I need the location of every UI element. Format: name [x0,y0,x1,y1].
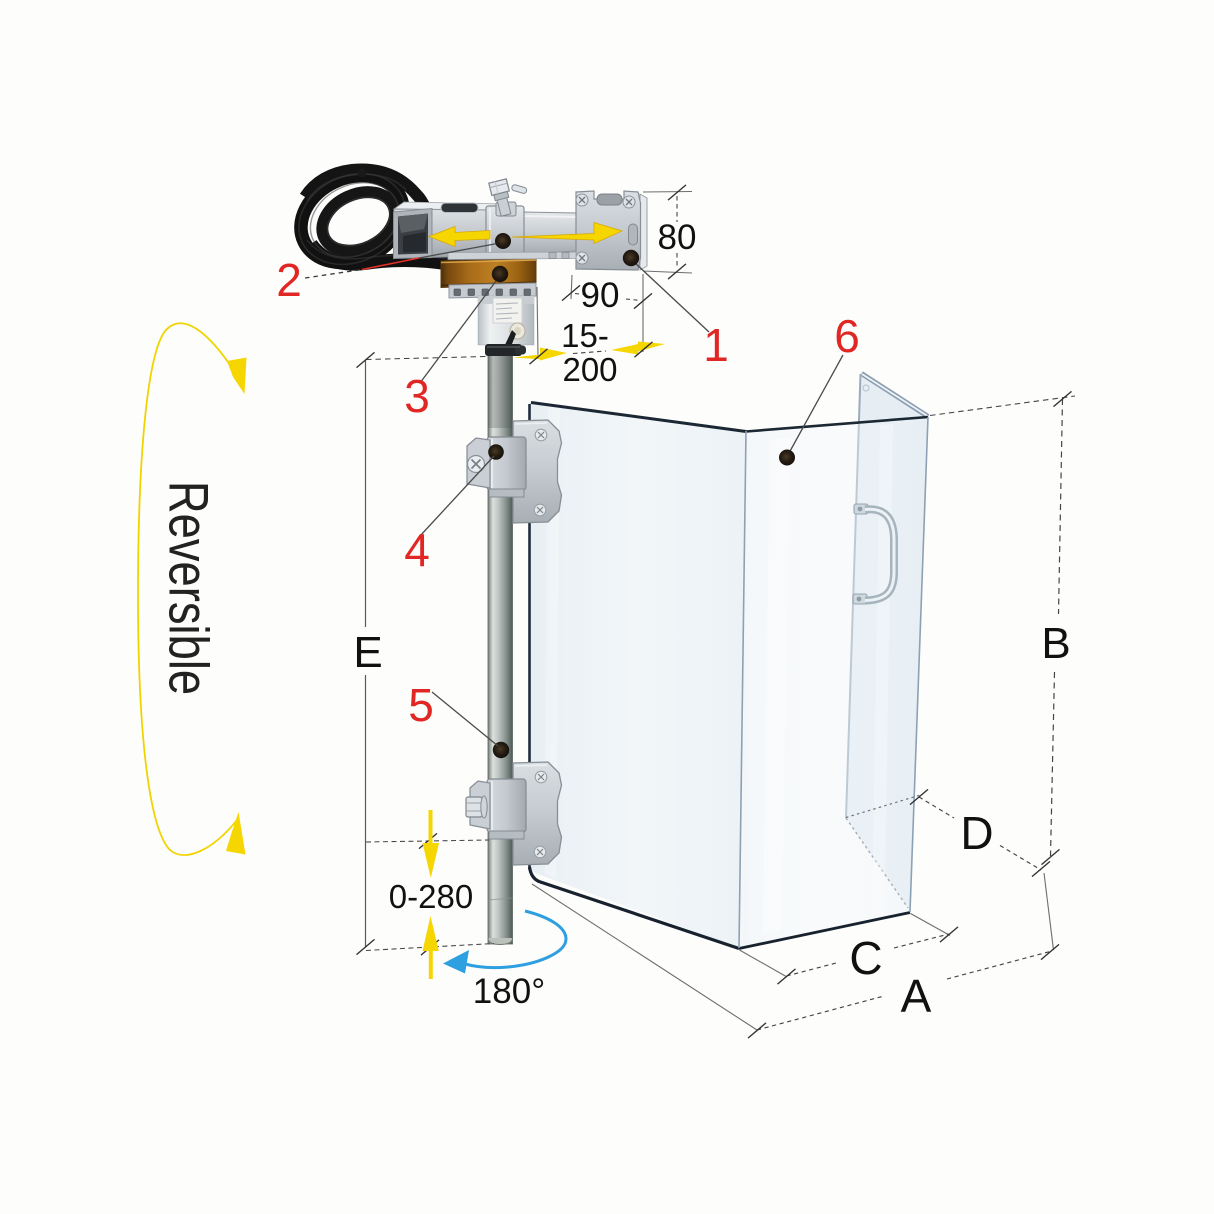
svg-text:C: C [849,932,882,984]
svg-text:B: B [1041,619,1070,668]
svg-text:E: E [353,628,382,677]
svg-text:D: D [960,807,993,859]
svg-text:3: 3 [404,370,430,422]
svg-text:Reversible: Reversible [157,481,220,695]
svg-text:2: 2 [276,254,302,306]
svg-text:5: 5 [408,679,434,731]
svg-text:15-: 15- [561,317,609,354]
svg-text:200: 200 [562,351,617,388]
svg-text:4: 4 [404,524,430,576]
svg-text:180°: 180° [473,972,545,1011]
svg-text:0-280: 0-280 [389,878,473,915]
svg-text:1: 1 [703,319,729,371]
svg-text:90: 90 [581,276,620,315]
svg-text:A: A [901,970,932,1022]
svg-text:6: 6 [834,310,860,362]
svg-text:80: 80 [658,218,697,257]
